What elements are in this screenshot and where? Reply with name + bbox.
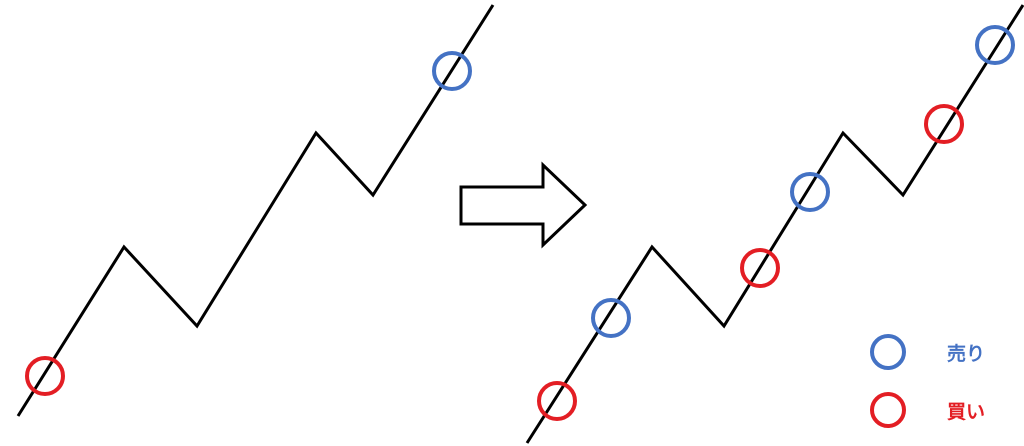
legend: 売り 買い — [870, 334, 985, 428]
after-buy-marker-3-icon — [924, 104, 964, 144]
legend-sell-label: 売り — [947, 342, 985, 365]
legend-buy-label: 買い — [947, 401, 985, 423]
after-sell-marker-3-icon — [975, 25, 1015, 65]
legend-buy-icon — [870, 392, 906, 428]
before-buy-marker-icon — [25, 356, 65, 396]
after-sell-marker-2-icon — [790, 172, 830, 212]
after-sell-marker-1-icon — [591, 298, 631, 338]
before-sell-marker-icon — [432, 51, 472, 91]
after-panel — [525, 4, 1024, 444]
before-panel — [16, 4, 495, 417]
after-price-path — [525, 4, 1024, 444]
legend-sell-icon — [870, 334, 906, 370]
before-price-path — [16, 4, 495, 417]
transition-arrow-icon — [459, 161, 588, 249]
after-buy-marker-1-icon — [537, 381, 577, 421]
after-buy-marker-2-icon — [740, 248, 780, 288]
